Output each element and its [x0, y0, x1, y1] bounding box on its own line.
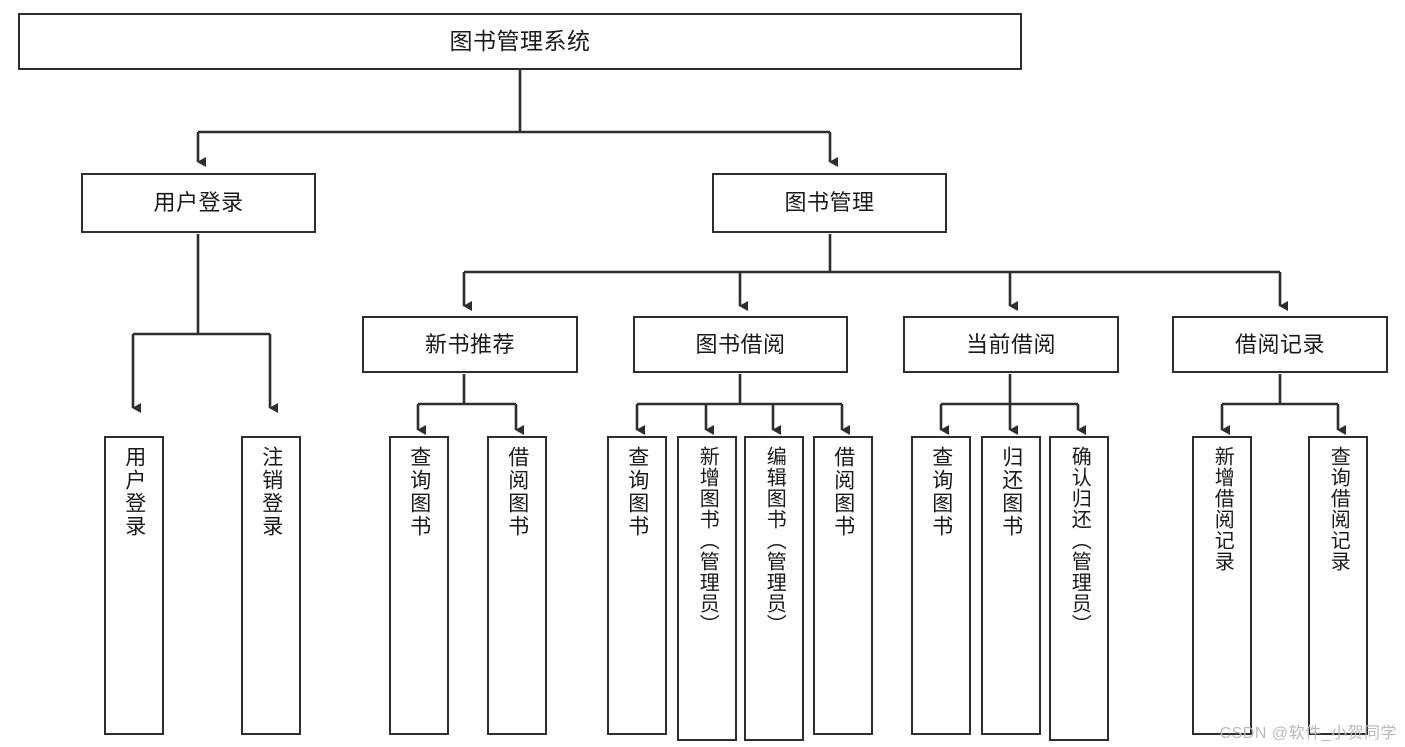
leaf-confirm-return-admin[interactable]: 确认归还（管理员） — [1049, 436, 1109, 741]
node-book-borrow[interactable]: 图书借阅 — [633, 316, 848, 373]
leaf-add-book-admin[interactable]: 新增图书（管理员） — [677, 436, 737, 741]
leaf-borrow-book[interactable]: 借阅图书 — [813, 436, 873, 735]
leaf-new-book-query[interactable]: 查询图书 — [389, 436, 449, 735]
leaf-borrow-query-label: 查询图书 — [625, 446, 649, 538]
leaf-return-book-label: 归还图书 — [999, 446, 1023, 538]
leaf-borrow-query[interactable]: 查询图书 — [607, 436, 667, 735]
leaf-new-book-query-label: 查询图书 — [407, 446, 431, 538]
node-current-borrow-label: 当前借阅 — [965, 331, 1056, 357]
node-borrow-record-label: 借阅记录 — [1234, 331, 1325, 357]
node-book-management-label: 图书管理 — [784, 190, 875, 216]
leaf-add-book-admin-label: 新增图书（管理员） — [696, 446, 719, 635]
node-root-system-label: 图书管理系统 — [449, 28, 591, 55]
node-new-book-recommend[interactable]: 新书推荐 — [362, 316, 578, 373]
leaf-current-query-label: 查询图书 — [929, 446, 953, 538]
leaf-query-borrow-record[interactable]: 查询借阅记录 — [1308, 436, 1368, 735]
leaf-query-borrow-record-label: 查询借阅记录 — [1327, 446, 1350, 572]
leaf-borrow-book-label: 借阅图书 — [831, 446, 855, 538]
node-user-login-label: 用户登录 — [153, 190, 244, 216]
leaf-new-book-borrow-label: 借阅图书 — [505, 446, 529, 538]
node-book-borrow-label: 图书借阅 — [695, 331, 786, 357]
node-new-book-recommend-label: 新书推荐 — [424, 331, 515, 357]
leaf-edit-book-admin[interactable]: 编辑图书（管理员） — [744, 436, 804, 741]
node-current-borrow[interactable]: 当前借阅 — [903, 316, 1119, 373]
watermark-text: CSDN @软件_小贺同学 — [1219, 725, 1397, 742]
leaf-logout[interactable]: 注销登录 — [241, 436, 301, 735]
leaf-new-book-borrow[interactable]: 借阅图书 — [487, 436, 547, 735]
leaf-confirm-return-admin-label: 确认归还（管理员） — [1068, 446, 1091, 635]
leaf-edit-book-admin-label: 编辑图书（管理员） — [763, 446, 786, 635]
leaf-user-login-label: 用户登录 — [122, 446, 146, 538]
leaf-return-book[interactable]: 归还图书 — [981, 436, 1041, 735]
leaf-user-login[interactable]: 用户登录 — [104, 436, 164, 735]
node-root-system[interactable]: 图书管理系统 — [18, 13, 1022, 70]
node-borrow-record[interactable]: 借阅记录 — [1172, 316, 1388, 373]
node-user-login[interactable]: 用户登录 — [81, 173, 316, 233]
leaf-current-query[interactable]: 查询图书 — [911, 436, 971, 735]
leaf-add-borrow-record-label: 新增借阅记录 — [1211, 446, 1234, 572]
leaf-add-borrow-record[interactable]: 新增借阅记录 — [1192, 436, 1252, 735]
node-book-management[interactable]: 图书管理 — [712, 173, 947, 233]
leaf-logout-label: 注销登录 — [259, 446, 283, 538]
